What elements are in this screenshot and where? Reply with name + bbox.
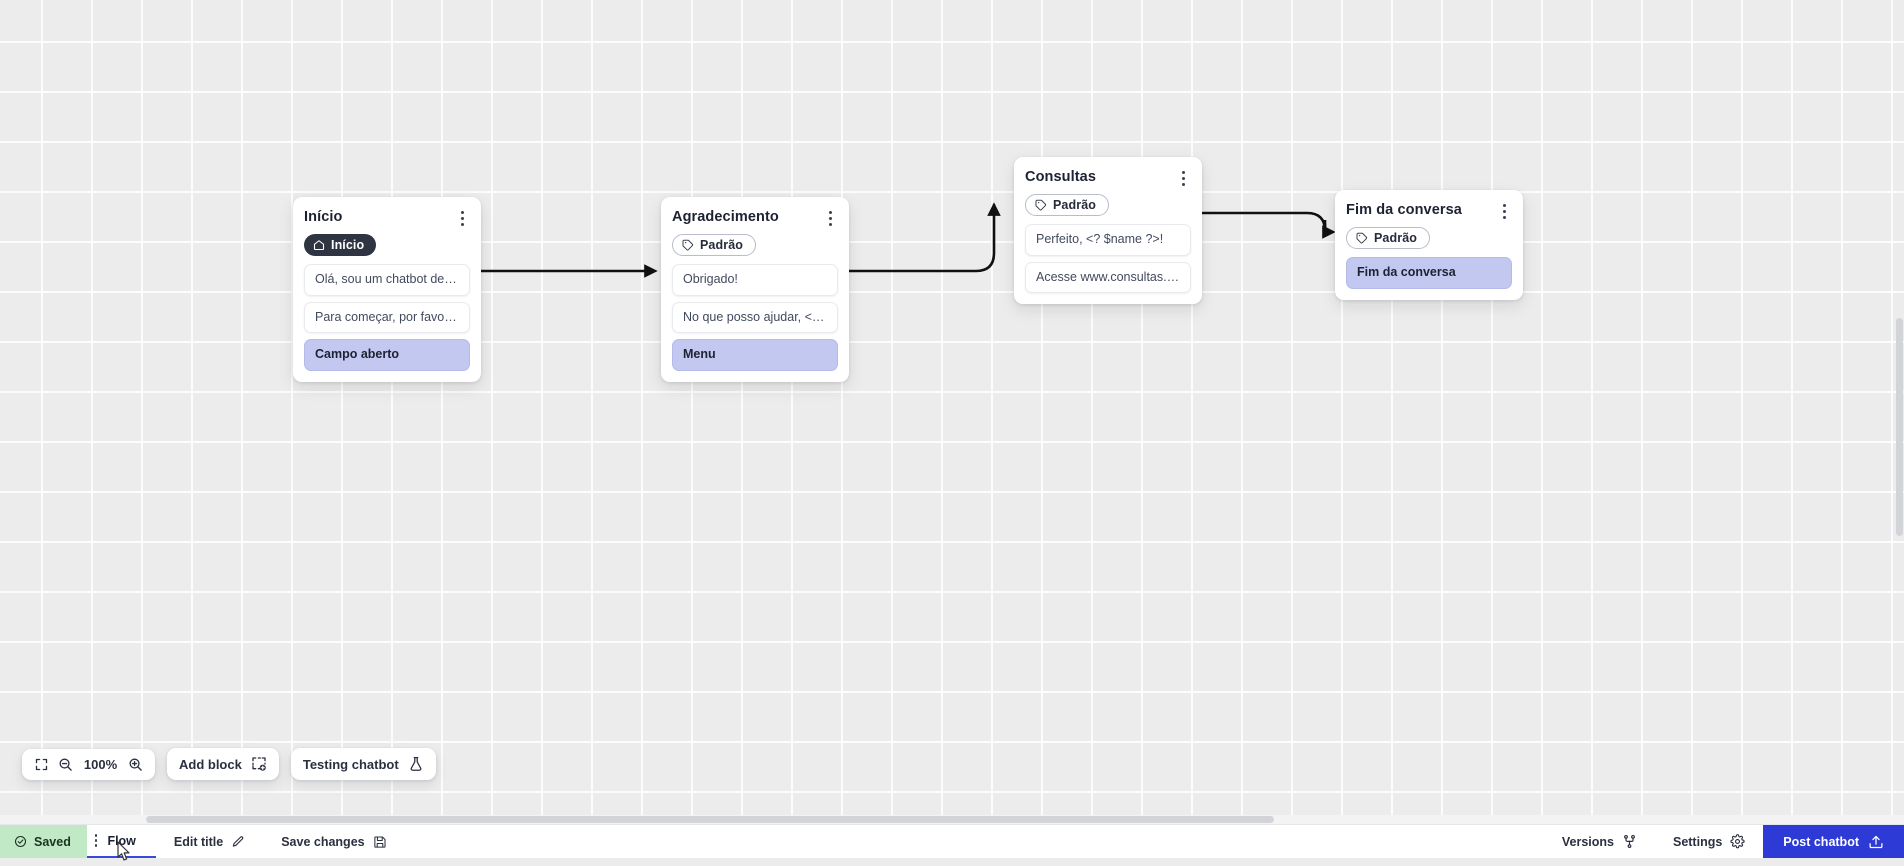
node-badge-row: Padrão bbox=[1346, 227, 1512, 249]
node-badge-label: Padrão bbox=[700, 238, 743, 252]
node-title: Início bbox=[304, 209, 342, 226]
node-row-action[interactable]: Campo aberto bbox=[304, 339, 470, 371]
node-row-message[interactable]: Obrigado! bbox=[672, 264, 838, 296]
add-block-icon bbox=[251, 756, 267, 772]
node-rows: Obrigado! No que posso ajudar, <? $name … bbox=[672, 264, 838, 371]
settings-button[interactable]: Settings bbox=[1655, 825, 1763, 858]
node-row-action[interactable]: Fim da conversa bbox=[1346, 257, 1512, 289]
canvas-toolbar: 100% Add block Testing chatbot bbox=[22, 748, 436, 780]
tag-icon bbox=[1356, 232, 1368, 244]
saved-label: Saved bbox=[34, 835, 71, 849]
node-badge-inicio[interactable]: Início bbox=[304, 234, 376, 256]
zoom-out-icon[interactable] bbox=[58, 757, 73, 772]
versions-label: Versions bbox=[1562, 835, 1614, 849]
node-menu-button[interactable] bbox=[454, 209, 470, 227]
flow-node-consultas[interactable]: Consultas Padrão Perfeito, <? $name ?>! … bbox=[1014, 157, 1202, 304]
node-row-message[interactable]: Acesse www.consultas.com par... bbox=[1025, 262, 1191, 294]
flow-node-agradecimento[interactable]: Agradecimento Padrão Obrigado! No que po… bbox=[661, 197, 849, 382]
node-header: Consultas bbox=[1025, 169, 1191, 187]
node-row-message[interactable]: No que posso ajudar, <? $name ... bbox=[672, 302, 838, 334]
node-row-message[interactable]: Olá, sou um chatbot de teste! bbox=[304, 264, 470, 296]
node-rows: Fim da conversa bbox=[1346, 257, 1512, 289]
node-badge-row: Padrão bbox=[672, 234, 838, 256]
post-chatbot-label: Post chatbot bbox=[1783, 835, 1859, 849]
node-badge-label: Início bbox=[331, 238, 364, 252]
testing-chatbot-button[interactable]: Testing chatbot bbox=[291, 748, 436, 780]
tag-icon bbox=[1035, 199, 1047, 211]
branch-icon bbox=[1622, 834, 1637, 849]
node-title: Consultas bbox=[1025, 169, 1096, 186]
node-title: Agradecimento bbox=[672, 209, 779, 226]
settings-label: Settings bbox=[1673, 835, 1722, 849]
saved-status-badge: Saved bbox=[0, 825, 87, 858]
node-rows: Perfeito, <? $name ?>! Acesse www.consul… bbox=[1025, 224, 1191, 293]
scrollbar-thumb[interactable] bbox=[146, 816, 1274, 823]
flask-icon bbox=[408, 756, 424, 772]
flow-connectors bbox=[0, 0, 1904, 824]
canvas-vertical-scrollbar[interactable] bbox=[1895, 0, 1904, 824]
fit-screen-icon[interactable] bbox=[34, 757, 49, 772]
node-menu-button[interactable] bbox=[1496, 202, 1512, 220]
canvas-horizontal-scrollbar[interactable] bbox=[0, 815, 1904, 824]
node-menu-button[interactable] bbox=[1175, 169, 1191, 187]
versions-button[interactable]: Versions bbox=[1544, 825, 1655, 858]
node-row-action[interactable]: Menu bbox=[672, 339, 838, 371]
gear-icon bbox=[1730, 834, 1745, 849]
home-icon bbox=[313, 239, 325, 251]
save-changes-label: Save changes bbox=[281, 835, 364, 849]
add-block-label: Add block bbox=[179, 757, 242, 772]
tab-flow-label: Flow bbox=[107, 834, 135, 848]
node-badge-row: Início bbox=[304, 234, 470, 256]
zoom-controls[interactable]: 100% bbox=[22, 749, 155, 780]
node-row-message[interactable]: Para começar, por favor digite o ... bbox=[304, 302, 470, 334]
node-header: Início bbox=[304, 209, 470, 227]
drag-handle-icon[interactable] bbox=[95, 834, 98, 847]
zoom-in-icon[interactable] bbox=[128, 757, 143, 772]
flow-node-fim-da-conversa[interactable]: Fim da conversa Padrão Fim da conversa bbox=[1335, 190, 1523, 300]
add-block-button[interactable]: Add block bbox=[167, 748, 279, 780]
edit-title-label: Edit title bbox=[174, 835, 223, 849]
pencil-icon bbox=[231, 835, 245, 849]
node-badge-label: Padrão bbox=[1374, 231, 1417, 245]
bottom-status-bar: Saved Flow Edit title Save changes Versi… bbox=[0, 824, 1904, 858]
node-header: Fim da conversa bbox=[1346, 202, 1512, 220]
flow-canvas[interactable]: Início Início Olá, sou um chatbot de tes… bbox=[0, 0, 1904, 824]
save-changes-button[interactable]: Save changes bbox=[263, 825, 404, 858]
edit-title-button[interactable]: Edit title bbox=[156, 825, 263, 858]
node-badge-padrao[interactable]: Padrão bbox=[1346, 227, 1430, 249]
scrollbar-thumb[interactable] bbox=[1896, 318, 1903, 536]
node-badge-row: Padrão bbox=[1025, 194, 1191, 216]
node-header: Agradecimento bbox=[672, 209, 838, 227]
zoom-level-label: 100% bbox=[82, 757, 119, 772]
statusbar-spacer bbox=[405, 825, 1544, 858]
node-badge-label: Padrão bbox=[1053, 198, 1096, 212]
check-circle-icon bbox=[14, 835, 27, 848]
upload-icon bbox=[1868, 834, 1884, 850]
node-rows: Olá, sou um chatbot de teste! Para começ… bbox=[304, 264, 470, 371]
post-chatbot-button[interactable]: Post chatbot bbox=[1763, 825, 1904, 858]
node-badge-padrao[interactable]: Padrão bbox=[1025, 194, 1109, 216]
node-menu-button[interactable] bbox=[822, 209, 838, 227]
node-title: Fim da conversa bbox=[1346, 202, 1462, 219]
testing-chatbot-label: Testing chatbot bbox=[303, 757, 399, 772]
tab-flow[interactable]: Flow bbox=[87, 825, 156, 858]
node-badge-padrao[interactable]: Padrão bbox=[672, 234, 756, 256]
tag-icon bbox=[682, 239, 694, 251]
node-row-message[interactable]: Perfeito, <? $name ?>! bbox=[1025, 224, 1191, 256]
flow-node-inicio[interactable]: Início Início Olá, sou um chatbot de tes… bbox=[293, 197, 481, 382]
save-disk-icon bbox=[373, 835, 387, 849]
